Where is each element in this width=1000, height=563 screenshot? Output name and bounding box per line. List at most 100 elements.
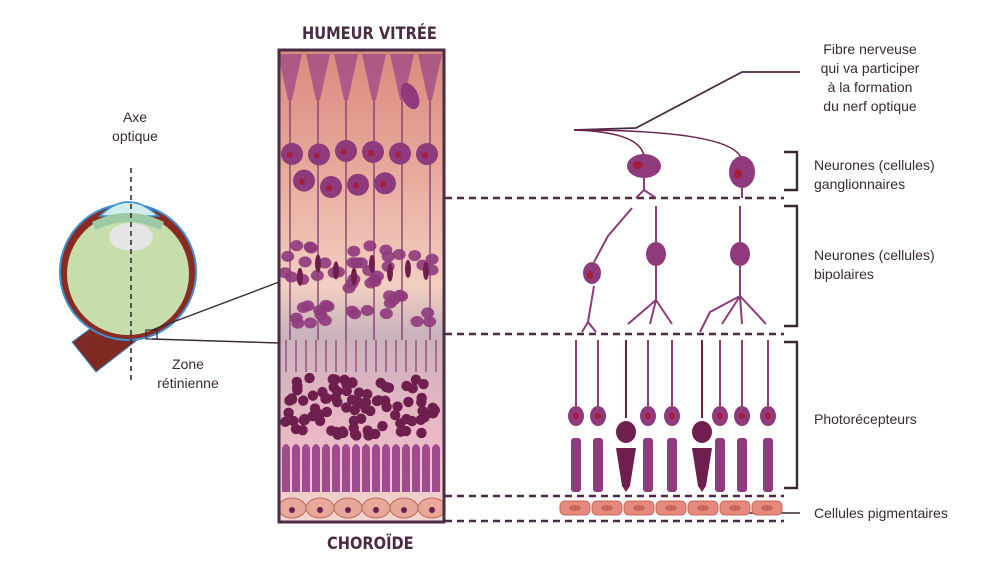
tissue-outer-segment [302, 444, 310, 492]
ganglion-neurons-label: Neurones (cellules) ganglionnaires [814, 156, 984, 194]
tissue-photoreceptor-nucleus [362, 388, 373, 400]
tissue-pigment-granule [401, 507, 407, 513]
tissue-outer-segment [322, 444, 330, 492]
tissue-photoreceptor-nucleus [304, 372, 315, 384]
tissue-photoreceptor-nucleus [298, 395, 309, 406]
tissue-photoreceptor-nucleus [392, 401, 403, 412]
photoreceptor-nucleus [739, 413, 745, 419]
choroid-title: CHOROÏDE [327, 534, 414, 554]
tissue-photoreceptor-nucleus [377, 420, 388, 432]
tissue-outer-segment [282, 444, 290, 492]
retina-section [277, 48, 446, 524]
tissue-bipolar-cell [291, 317, 305, 329]
tissue-bipolar-cell [408, 250, 422, 262]
rod-outer-segment [715, 438, 725, 492]
pigment-cell-nucleus [697, 505, 709, 511]
zoom-line-top [151, 281, 280, 331]
bipolar-cell [581, 207, 633, 333]
tissue-photoreceptor-nucleus [383, 382, 395, 393]
tissue-bipolar-cell [303, 241, 317, 253]
tissue-bipolar-cell [296, 301, 310, 313]
zoom-line-bottom [151, 338, 280, 344]
nerve-fibre-2 [573, 129, 743, 161]
photoreceptor-nucleus [645, 413, 651, 419]
tissue-bipolar-cell [347, 245, 361, 257]
fibre-pointer-line [573, 71, 800, 131]
tissue-outer-segment [352, 444, 360, 492]
bracket-ganglion [784, 150, 799, 192]
retina-section-frame [277, 48, 446, 524]
tissue-nucleus [287, 151, 293, 158]
retina-tissue [279, 50, 444, 522]
tissue-photoreceptor-nucleus [317, 386, 328, 398]
tissue-bipolar-cell [348, 308, 362, 320]
bipolar-cell [699, 206, 767, 333]
nerve-fibre-label-line: du nerf optique [823, 98, 917, 114]
tissue-bipolar-cell [350, 257, 364, 269]
tissue-photoreceptor-nucleus [297, 424, 308, 436]
lens [109, 223, 153, 251]
vitreous-humour-title: HUMEUR VITRÉE [302, 24, 437, 44]
tissue-pigment-granule [345, 507, 351, 513]
rod-outer-segment [593, 438, 603, 492]
ganglion-label-line: Neurones (cellules) [814, 157, 935, 173]
tissue-photoreceptor-nucleus [355, 413, 367, 424]
tissue-bipolar-cell [379, 308, 393, 320]
tissue-photoreceptor-nucleus [395, 426, 407, 437]
tissue-pigment-granule [373, 507, 379, 513]
cone-cell-body [616, 421, 636, 443]
tissue-nucleus [326, 185, 332, 192]
photoreceptors [568, 340, 776, 492]
tissue-outer-segment [372, 444, 380, 492]
pigment-cell-nucleus [601, 505, 613, 511]
ganglion-cell [729, 156, 755, 198]
tissue-photoreceptor-nucleus [389, 409, 401, 421]
tissue-pigment-granule [289, 507, 295, 513]
tissue-bipolar-cell [313, 304, 327, 316]
tissue-photoreceptor-nucleus [330, 392, 341, 403]
tissue-bipolar-cell [425, 253, 439, 265]
pigment-cell-nucleus [569, 505, 581, 511]
tissue-photoreceptor-nucleus [292, 381, 303, 392]
nerve-fibre-1 [573, 129, 645, 157]
tissue-bipolar-cell [410, 315, 424, 327]
tissue-photoreceptor-nucleus [407, 383, 418, 394]
photoreceptor-nucleus [765, 413, 771, 419]
optical-axis-label-line: optique [112, 128, 158, 144]
cone-outer-segment [616, 448, 636, 492]
tissue-photoreceptor-nucleus [280, 416, 291, 428]
tissue-nucleus [333, 261, 339, 280]
tissue-outer-segment [312, 444, 320, 492]
tissue-bipolar-cell [279, 267, 292, 279]
tissue-outer-segment [382, 444, 390, 492]
tissue-outer-segment [362, 444, 370, 492]
vitreous-body [67, 213, 189, 335]
tissue-nucleus [315, 254, 321, 273]
tissue-photoreceptor-nucleus [406, 415, 418, 427]
rod-outer-segment [667, 438, 677, 492]
tissue-pigment-granule [429, 507, 435, 513]
tissue-bipolar-cell [360, 304, 374, 316]
tissue-outer-segment [432, 444, 440, 492]
tissue-nucleus [423, 261, 429, 280]
photoreceptor-nucleus [717, 413, 723, 419]
bipolar-label-line: Neurones (cellules) [814, 247, 935, 263]
muller-endfoot [362, 54, 386, 100]
tissue-bipolar-cell [368, 276, 382, 288]
tissue-outer-segment [392, 444, 400, 492]
retinal-zone-label: Zone rétinienne [144, 355, 232, 393]
optical-axis-label-line: Axe [122, 109, 148, 125]
tissue-outer-segment [342, 444, 350, 492]
tissue-photoreceptor-nucleus [288, 415, 299, 427]
tissue-photoreceptor-nucleus [349, 404, 360, 416]
tissue-outer-segment [292, 444, 300, 492]
tissue-photoreceptor-nucleus [341, 402, 352, 413]
tissue-photoreceptor-nucleus [339, 374, 350, 386]
muller-endfoot [390, 54, 414, 100]
tissue-photoreceptor-nucleus [341, 385, 352, 397]
tissue-photoreceptor-nucleus [418, 378, 429, 390]
tissue-nucleus [351, 267, 357, 286]
nerve-fibre-label: Fibre nerveuse qui va participer à la fo… [800, 40, 940, 116]
tissue-cells [279, 54, 444, 519]
